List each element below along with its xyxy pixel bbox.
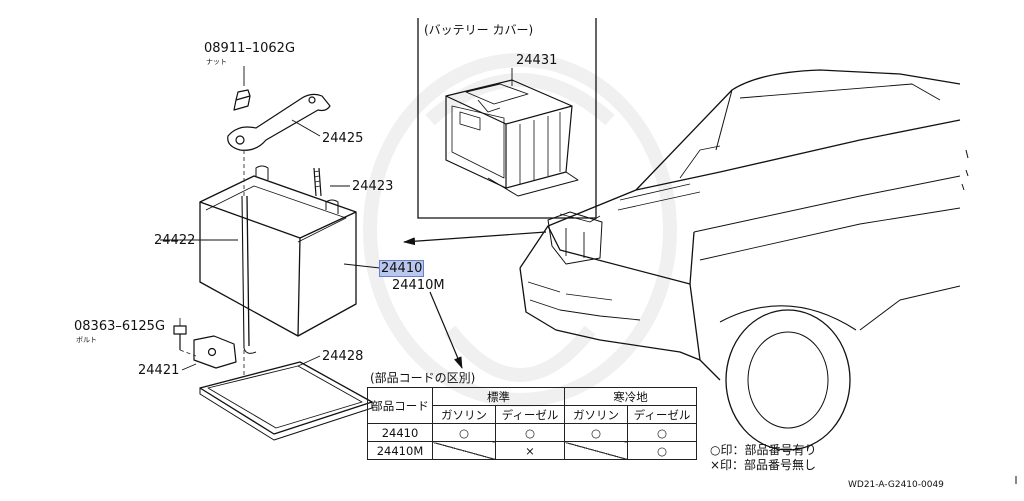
- car-front-view: [519, 69, 1017, 484]
- hold-down-bracket: [227, 66, 331, 151]
- table-cell-code: 24410M: [367, 441, 433, 460]
- label-24421: 24421: [138, 363, 180, 378]
- table-row: 24410M × ○: [367, 441, 697, 460]
- legend-no-number: ×印：部品番号無し: [710, 458, 817, 472]
- table-col-gasoline: ガソリン: [564, 405, 628, 424]
- table-col-diesel: ディーゼル: [495, 405, 565, 424]
- table-cell: ○: [627, 441, 697, 460]
- table-cell-na: [432, 441, 496, 460]
- table-cell-code: 24410: [367, 423, 433, 442]
- table-cell: ○: [495, 423, 565, 442]
- watermark-emblem: [363, 53, 677, 407]
- label-24428: 24428: [322, 349, 364, 364]
- part-code-table: 部品コード 標準 寒冷地 ガソリン ディーゼル ガソリン ディーゼル 24410…: [367, 387, 697, 460]
- alignment-lines: [179, 150, 245, 378]
- label-nut-code: 08911–1062G: [204, 41, 296, 56]
- highlighted-part-code: 24410: [378, 260, 425, 277]
- battery-cover-inset: [417, 18, 597, 219]
- table-cell: ○: [432, 423, 496, 442]
- legend-has-number: ○印：部品番号有り: [710, 443, 817, 457]
- table-cell: ×: [495, 441, 565, 460]
- label-nut-sub: ナット: [206, 58, 227, 66]
- table-group-standard: 標準: [432, 387, 565, 406]
- label-24423: 24423: [352, 179, 394, 194]
- table-cell: ○: [564, 423, 628, 442]
- table-caption: (部品コードの区別): [370, 371, 476, 385]
- table-cell: ○: [627, 423, 697, 442]
- label-24422: 24422: [154, 233, 196, 248]
- battery-tray: [199, 355, 373, 441]
- label-bolt-code: 08363–6125G: [74, 319, 166, 334]
- table-row: 24410 ○ ○ ○ ○: [367, 423, 697, 442]
- label-bolt-sub: ボルト: [76, 336, 97, 344]
- table-row-header: 部品コード: [367, 387, 433, 424]
- battery-part: [160, 165, 381, 354]
- label-24410m: 24410M: [392, 278, 445, 293]
- table-cell-na: [564, 441, 628, 460]
- battery-bracket: [173, 318, 237, 371]
- callout-arrows: [403, 231, 547, 369]
- drawing-code: WD21-A-G2410-0049: [848, 480, 944, 490]
- table-col-gasoline: ガソリン: [432, 405, 496, 424]
- table-col-diesel: ディーゼル: [627, 405, 697, 424]
- table-group-cold: 寒冷地: [564, 387, 697, 406]
- hold-down-rod-right: [313, 167, 350, 197]
- label-24410: 24410: [378, 260, 425, 277]
- label-24425: 24425: [322, 131, 364, 146]
- battery-cover-part: [445, 68, 579, 197]
- battery-cover-caption: (バッテリー カバー): [424, 23, 534, 37]
- label-24431: 24431: [516, 53, 558, 68]
